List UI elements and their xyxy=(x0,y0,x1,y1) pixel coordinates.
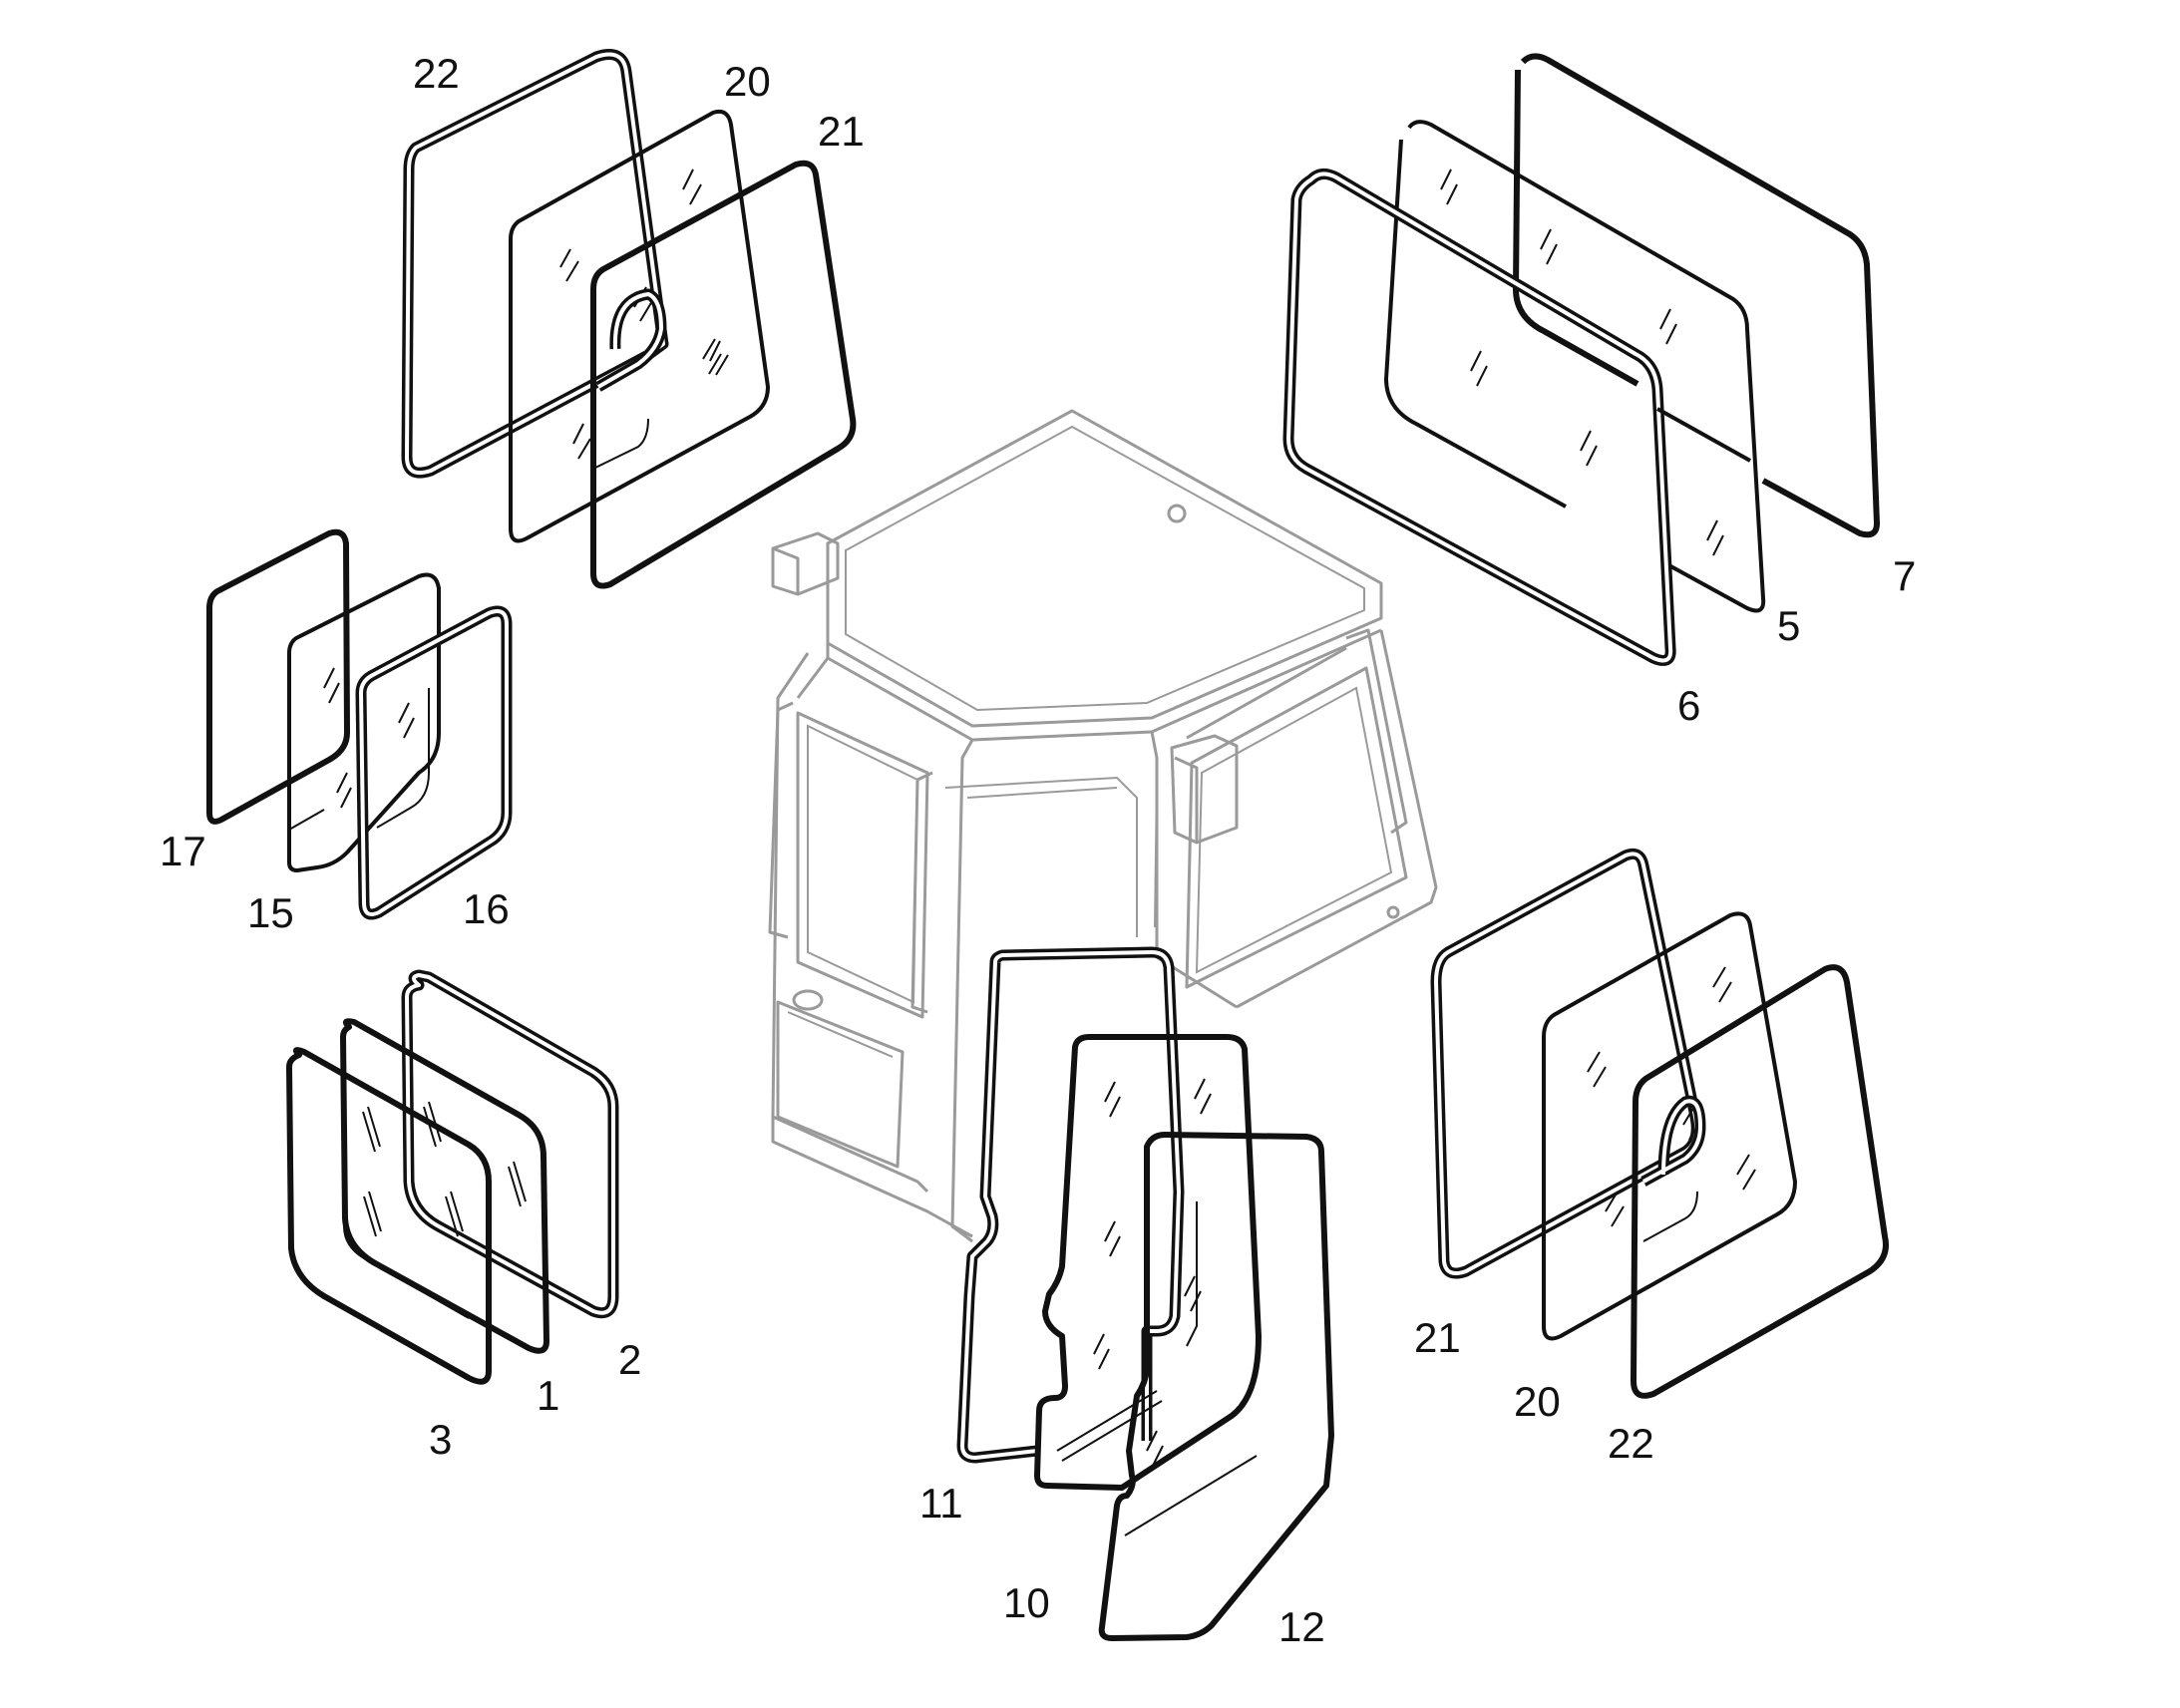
callout-6: 6 xyxy=(1677,682,1700,729)
part-7-rear-seam xyxy=(1656,407,1751,463)
part-21-right-gasket xyxy=(1430,848,1702,1279)
callout-5: 5 xyxy=(1777,602,1800,649)
part-10-door-glass xyxy=(1034,1034,1262,1491)
part-1-glass xyxy=(340,1018,549,1354)
part-12-door-glass xyxy=(1098,1132,1334,1641)
callout-17: 17 xyxy=(160,828,206,874)
part-5-rear-glass xyxy=(1384,120,1766,613)
part-15-glass xyxy=(287,572,441,872)
part-7-rear-glass xyxy=(1513,53,1880,538)
part-22-top-gasket xyxy=(401,49,669,479)
part-22-top-gasket-front xyxy=(595,288,667,392)
callout-21-right: 21 xyxy=(1414,1314,1461,1361)
callout-10: 10 xyxy=(1003,1579,1050,1626)
callout-15: 15 xyxy=(247,889,294,936)
part-20-right-glass xyxy=(1542,911,1797,1341)
part-16-gasket xyxy=(355,605,513,920)
part-21-right-gasket-front xyxy=(1640,1095,1706,1187)
callout-3: 3 xyxy=(429,1416,452,1463)
part-20-top-glass xyxy=(509,109,770,543)
cab-body xyxy=(768,409,1438,1243)
part-3-glass xyxy=(286,1047,527,1385)
callout-12: 12 xyxy=(1278,1603,1325,1650)
callout-22-top: 22 xyxy=(413,50,460,97)
part-6-rear-gasket xyxy=(1282,169,1676,666)
callout-2: 2 xyxy=(618,1336,641,1383)
callout-7: 7 xyxy=(1893,552,1916,599)
callout-20-right: 20 xyxy=(1514,1378,1561,1425)
callout-1: 1 xyxy=(537,1372,559,1419)
callout-22-right: 22 xyxy=(1608,1420,1654,1467)
callout-20-top: 20 xyxy=(724,58,771,105)
callout-21-top: 21 xyxy=(818,108,865,155)
part-11-door-gasket xyxy=(956,946,1185,1464)
part-17-glass xyxy=(206,528,350,825)
part-21-top-glass xyxy=(590,160,857,589)
part-22-right-glass xyxy=(1631,964,1889,1399)
callout-11: 11 xyxy=(919,1480,963,1527)
part-2-gasket xyxy=(401,969,619,1319)
callout-16: 16 xyxy=(463,885,510,932)
